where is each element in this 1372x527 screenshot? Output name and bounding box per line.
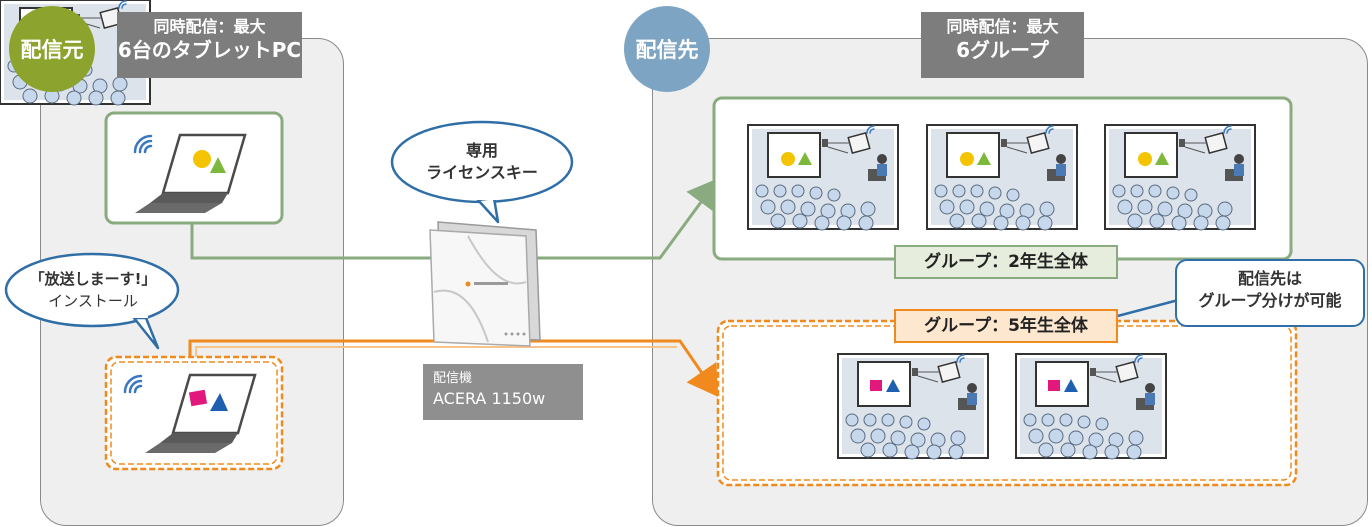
device-label-line2: ACERA 1150w xyxy=(433,389,546,408)
laptop-icon xyxy=(145,373,257,453)
grouping-callout-text: 配信先は グループ分けが可能 xyxy=(1177,268,1363,312)
source-capacity-line2: 6台のタブレットPC xyxy=(117,38,302,62)
source-capacity-label: 同時配信：最大 6台のタブレットPC xyxy=(117,12,302,78)
install-line1: 「放送しまーす!」 xyxy=(29,270,157,288)
laptop-icon xyxy=(135,133,247,213)
source-capacity-line1: 同時配信：最大 xyxy=(153,17,266,36)
wifi-icon xyxy=(123,374,143,394)
callout-pointer xyxy=(1109,296,1187,320)
access-point-device xyxy=(429,221,541,347)
license-bubble-text: 専用 ライセンスキー xyxy=(402,140,562,184)
license-line2: ライセンスキー xyxy=(426,163,538,182)
grouping-line2: グループ分けが可能 xyxy=(1198,291,1342,310)
destination-badge: 配信先 xyxy=(624,6,710,92)
install-bubble-text: 「放送しまーす!」 インストール xyxy=(8,268,178,312)
device-label: 配信機 ACERA 1150w xyxy=(423,364,583,420)
wifi-icon xyxy=(133,134,153,154)
destination-capacity-line1: 同時配信：最大 xyxy=(946,17,1059,36)
destination-capacity-label: 同時配信：最大 6グループ xyxy=(921,12,1084,78)
destination-capacity-line2: 6グループ xyxy=(956,38,1049,62)
destination-badge-text: 配信先 xyxy=(635,38,699,62)
install-line2: インストール xyxy=(48,292,138,310)
grouping-line1: 配信先は xyxy=(1237,269,1302,288)
device-label-line1: 配信機 xyxy=(433,371,473,386)
install-bubble xyxy=(4,252,180,328)
group-label-green: グループ：2年生全体 xyxy=(894,245,1118,279)
green-connection-line xyxy=(190,178,719,260)
source-badge-text: 配信元 xyxy=(20,38,84,62)
group-label-orange: グループ：5年生全体 xyxy=(894,309,1118,343)
license-line1: 専用 xyxy=(465,141,498,160)
grouping-callout xyxy=(1175,259,1365,327)
source-badge: 配信元 xyxy=(9,6,95,92)
